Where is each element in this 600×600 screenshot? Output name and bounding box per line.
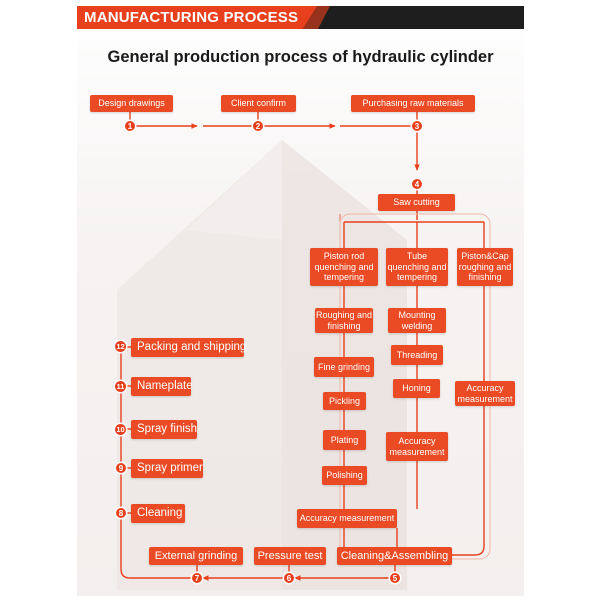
polishing-box: Polishing xyxy=(322,466,367,485)
saw-cutting-box: Saw cutting xyxy=(378,194,455,211)
pickling-box: Pickling xyxy=(323,392,366,410)
rod-accuracy-measurement-box: Accuracy measurement xyxy=(297,509,397,528)
fine-grinding-box: Fine grinding xyxy=(314,357,374,377)
spray-finish-box: Spray finish xyxy=(131,420,197,439)
external-grinding-box: External grinding xyxy=(149,547,243,565)
roughing-finishing-box: Roughing and finishing xyxy=(315,308,373,333)
piston-rod-quenching-box: Piston rod quenching and tempering xyxy=(310,248,378,286)
step-node-6: 6 xyxy=(284,573,294,583)
step-node-8: 8 xyxy=(116,508,126,518)
tube-accuracy-measurement-box: Accuracy measurement xyxy=(386,432,448,461)
cleaning-box: Cleaning xyxy=(131,504,185,523)
header-tab xyxy=(77,6,317,29)
step-node-9: 9 xyxy=(116,463,126,473)
step-node-5: 5 xyxy=(390,573,400,583)
step-node-1: 1 xyxy=(125,121,135,131)
piston-cap-roughing-box: Piston&Cap roughing and finishing xyxy=(457,248,513,286)
mounting-welding-box: Mounting welding xyxy=(388,308,446,333)
design-drawings-box: Design drawings xyxy=(90,95,173,112)
step-node-10: 10 xyxy=(115,424,126,435)
purchasing-raw-materials-box: Purchasing raw materials xyxy=(351,95,475,112)
step-node-7: 7 xyxy=(192,573,202,583)
cleaning-assembling-box: Cleaning&Assembling xyxy=(337,547,452,565)
cap-accuracy-measurement-box: Accuracy measurement xyxy=(455,381,515,406)
pressure-test-box: Pressure test xyxy=(254,547,326,565)
step-node-2: 2 xyxy=(253,121,263,131)
threading-box: Threading xyxy=(391,345,443,365)
step-node-4: 4 xyxy=(412,179,422,189)
packing-shipping-box: Packing and shipping xyxy=(131,338,246,357)
step-node-11: 11 xyxy=(115,381,126,392)
step-node-12: 12 xyxy=(115,341,126,352)
step-node-3: 3 xyxy=(412,121,422,131)
client-confirm-box: Client confirm xyxy=(221,95,296,112)
nameplate-box: Nameplate xyxy=(131,377,193,396)
honing-box: Honing xyxy=(393,379,440,398)
page-title: General production process of hydraulic … xyxy=(107,48,494,66)
spray-primer-box: Spray primer xyxy=(131,459,203,478)
plating-box: Plating xyxy=(323,430,366,450)
header-label: MANUFACTURING PROCESS xyxy=(84,9,299,26)
tube-quenching-box: Tube quenching and tempering xyxy=(386,248,448,286)
